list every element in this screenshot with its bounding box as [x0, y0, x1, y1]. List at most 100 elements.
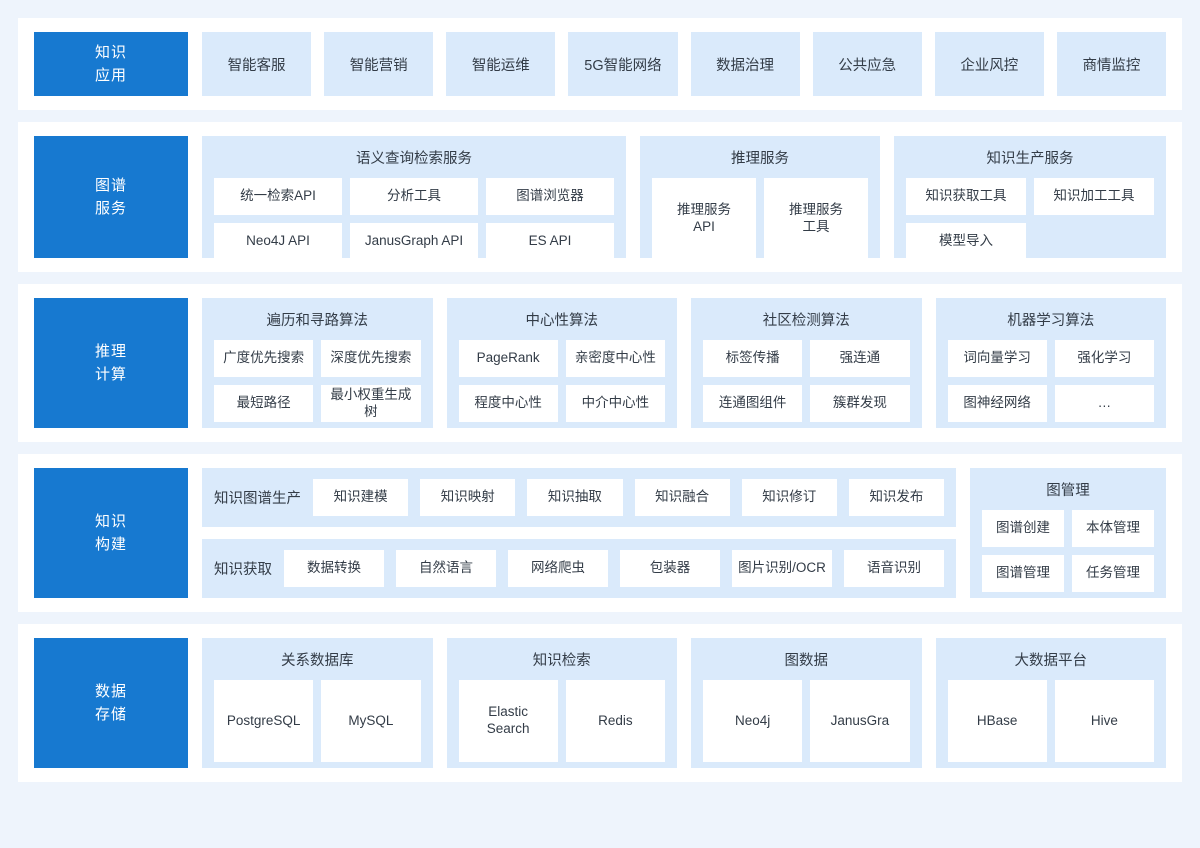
band-cell[interactable]: 数据转换	[284, 550, 384, 587]
panel-cell[interactable]: Neo4J API	[214, 223, 342, 260]
panel-cell[interactable]: Hive	[1054, 680, 1154, 762]
panel-cell[interactable]: MySQL	[321, 680, 421, 762]
panel-cell[interactable]: 模型导入	[906, 223, 1026, 260]
layer-label-line-2: 应用	[94, 67, 127, 84]
panel-cell[interactable]: PostgreSQL	[214, 680, 314, 762]
layer-row-reasoning-computation: 推理 计算 遍历和寻路算法 广度优先搜索 深度优先搜索 最短路径 最小权重生成树…	[18, 284, 1182, 442]
panel-cell[interactable]: 广度优先搜索	[214, 340, 314, 377]
panel-cell-grid: 广度优先搜索 深度优先搜索 最短路径 最小权重生成树	[214, 340, 421, 422]
band-cell[interactable]: 自然语言	[396, 550, 496, 587]
panel-title: 机器学习算法	[1007, 313, 1095, 329]
panel-cell-grid: Elastic Search Redis	[458, 680, 665, 762]
panel-centrality-algorithms: 中心性算法 PageRank 亲密度中心性 程度中心性 中介中心性	[446, 298, 677, 428]
layer-row-data-storage: 数据 存储 关系数据库 PostgreSQL MySQL 知识检索 Elasti…	[18, 624, 1182, 782]
panel-cell[interactable]: 统一检索API	[214, 178, 342, 215]
layer-label-data-storage: 数据 存储	[34, 638, 188, 768]
band-cell[interactable]: 知识映射	[420, 479, 516, 516]
panel-cell[interactable]: 最小权重生成树	[321, 385, 421, 422]
algorithm-panels: 遍历和寻路算法 广度优先搜索 深度优先搜索 最短路径 最小权重生成树 中心性算法…	[202, 298, 1166, 428]
panel-title: 语义查询检索服务	[356, 151, 472, 167]
band-cell[interactable]: 知识建模	[313, 479, 409, 516]
panel-cell[interactable]: JanusGraph API	[349, 223, 478, 260]
panel-cell[interactable]: 本体管理	[1072, 510, 1154, 547]
panel-cell-grid: 标签传播 强连通 连通图组件 簇群发现	[703, 340, 910, 422]
app-chip[interactable]: 数据治理	[690, 32, 800, 96]
band-cell[interactable]: 网络爬虫	[508, 550, 608, 587]
app-chip[interactable]: 商情监控	[1056, 32, 1166, 96]
band-cell[interactable]: 语音识别	[844, 550, 944, 587]
layer-label-line-1: 图谱	[94, 176, 127, 194]
panel-cell[interactable]: 分析工具	[349, 178, 478, 215]
band-cell[interactable]: 知识发布	[848, 479, 945, 516]
band-cell[interactable]: 知识融合	[634, 479, 730, 516]
layer-label-reasoning-computation: 推理 计算	[34, 298, 188, 428]
panel-cell[interactable]: 词向量学习	[947, 340, 1047, 377]
panel-cell[interactable]: 图谱浏览器	[485, 178, 614, 215]
panel-title: 图管理	[1046, 483, 1090, 499]
panel-cell[interactable]: Neo4j	[703, 680, 803, 762]
band-cell[interactable]: 包装器	[620, 550, 720, 587]
panel-cell[interactable]: 图谱创建	[982, 510, 1064, 547]
panel-cell[interactable]: 推理服务 API	[652, 178, 756, 260]
panel-cell[interactable]: 图谱管理	[982, 555, 1064, 592]
layer-row-knowledge-construction: 知识 构建 知识图谱生产 知识建模 知识映射 知识抽取 知识融合 知识修订 知识…	[18, 454, 1182, 612]
panel-cell-grid: 图谱创建 本体管理 图谱管理 任务管理	[982, 510, 1154, 592]
layer-row-knowledge-application: 知识 应用 智能客服 智能营销 智能运维 5G智能网络 数据治理 公共应急 企业…	[18, 18, 1182, 110]
panel-cell-grid: Neo4j JanusGra	[703, 680, 910, 762]
band-cell[interactable]: 知识修订	[741, 479, 837, 516]
panel-cell[interactable]: 中介中心性	[565, 385, 665, 422]
app-chip[interactable]: 公共应急	[812, 32, 922, 96]
knowledge-construction-bands: 知识图谱生产 知识建模 知识映射 知识抽取 知识融合 知识修订 知识发布 知识获…	[202, 468, 956, 598]
panel-cell-grid: 统一检索API 分析工具 图谱浏览器 Neo4J API JanusGraph …	[214, 178, 614, 260]
layer-label-line-1: 推理	[94, 342, 127, 360]
panel-cell[interactable]: 知识获取工具	[906, 178, 1026, 215]
panel-cell[interactable]: HBase	[947, 680, 1047, 762]
panel-cell[interactable]: JanusGra	[810, 680, 910, 762]
layer-label-line-1: 知识	[94, 43, 127, 61]
band-knowledge-graph-production: 知识图谱生产 知识建模 知识映射 知识抽取 知识融合 知识修订 知识发布	[202, 468, 956, 527]
app-chip[interactable]: 智能营销	[324, 32, 434, 96]
panel-cell[interactable]: 亲密度中心性	[565, 340, 665, 377]
panel-cell-grid: PostgreSQL MySQL	[214, 680, 421, 762]
panel-graph-management: 图管理 图谱创建 本体管理 图谱管理 任务管理	[970, 468, 1166, 598]
panel-cell[interactable]: 标签传播	[703, 340, 803, 377]
panel-cell[interactable]: ES API	[485, 223, 614, 260]
panel-cell[interactable]: 推理服务 工具	[764, 178, 868, 260]
band-label: 知识图谱生产	[214, 491, 301, 507]
layer-label-line-1: 数据	[94, 682, 127, 700]
panel-cell-grid: 词向量学习 强化学习 图神经网络 …	[947, 340, 1154, 422]
panel-cell[interactable]: 图神经网络	[947, 385, 1047, 422]
panel-cell[interactable]: 强连通	[810, 340, 910, 377]
panel-cell[interactable]: PageRank	[458, 340, 558, 377]
panel-cell-grid: PageRank 亲密度中心性 程度中心性 中介中心性	[458, 340, 665, 422]
panel-cell-ellipsis[interactable]: …	[1054, 385, 1154, 422]
panel-cell[interactable]: 深度优先搜索	[321, 340, 421, 377]
layer-label-line-1: 知识	[94, 512, 127, 530]
panel-cell[interactable]: 连通图组件	[703, 385, 803, 422]
band-label: 知识获取	[214, 562, 272, 578]
panel-cell[interactable]: 程度中心性	[458, 385, 558, 422]
band-cell[interactable]: 知识抽取	[527, 479, 623, 516]
panel-cell[interactable]: 强化学习	[1054, 340, 1154, 377]
layer-label-graph-services: 图谱 服务	[34, 136, 188, 258]
panel-relational-database: 关系数据库 PostgreSQL MySQL	[202, 638, 433, 768]
panel-knowledge-retrieval: 知识检索 Elastic Search Redis	[446, 638, 677, 768]
panel-cell[interactable]: Redis	[565, 680, 665, 762]
app-chip[interactable]: 5G智能网络	[568, 32, 678, 96]
panel-cell[interactable]: 最短路径	[214, 385, 314, 422]
app-chip[interactable]: 企业风控	[934, 32, 1044, 96]
panel-cell[interactable]: Elastic Search	[458, 680, 558, 762]
panel-cell[interactable]: 簇群发现	[810, 385, 910, 422]
knowledge-construction-body: 知识图谱生产 知识建模 知识映射 知识抽取 知识融合 知识修订 知识发布 知识获…	[202, 468, 1166, 598]
app-chip[interactable]: 智能运维	[446, 32, 556, 96]
app-chip[interactable]: 智能客服	[202, 32, 312, 96]
graph-services-panels: 语义查询检索服务 统一检索API 分析工具 图谱浏览器 Neo4J API Ja…	[202, 136, 1166, 260]
panel-cell[interactable]: 知识加工工具	[1034, 178, 1154, 215]
panel-traversal-pathfinding-algorithms: 遍历和寻路算法 广度优先搜索 深度优先搜索 最短路径 最小权重生成树	[202, 298, 433, 428]
panel-cell[interactable]: 任务管理	[1072, 555, 1154, 592]
panel-title: 关系数据库	[281, 653, 354, 669]
band-knowledge-acquisition: 知识获取 数据转换 自然语言 网络爬虫 包装器 图片识别/OCR 语音识别	[202, 539, 956, 598]
band-cell[interactable]: 图片识别/OCR	[732, 550, 832, 587]
panel-cell-grid: HBase Hive	[947, 680, 1154, 762]
